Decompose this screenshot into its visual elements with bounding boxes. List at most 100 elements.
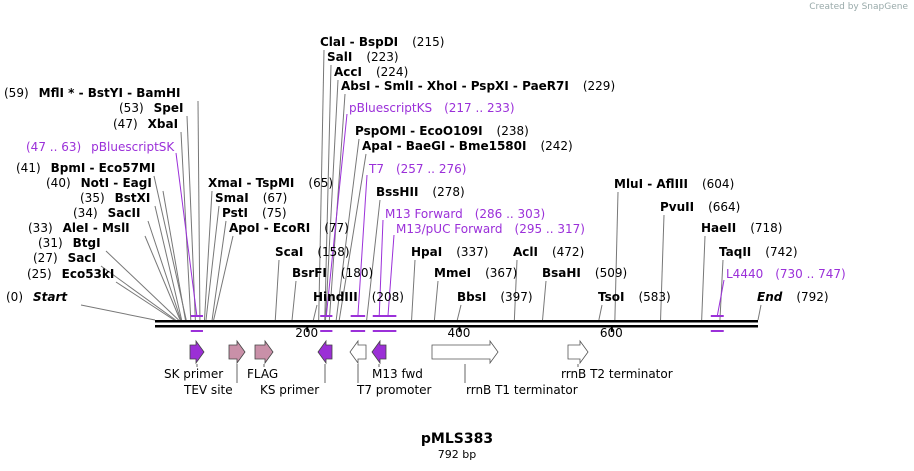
- primer-m13-forward[interactable]: M13 Forward(286 .. 303): [385, 207, 545, 221]
- site-bbsi[interactable]: BbsI(397): [457, 290, 533, 304]
- site-label: HaeII(718): [701, 221, 783, 235]
- site-bsrfi[interactable]: BsrFI(180): [292, 266, 373, 280]
- primer-l4440[interactable]: L4440(730 .. 747): [726, 267, 846, 281]
- site-name: Eco53kI: [62, 267, 115, 281]
- site-acli[interactable]: AclI(472): [513, 245, 584, 259]
- feature-sk-primer[interactable]: SK primer: [164, 339, 223, 381]
- site-mfli-bstyi-bamhi[interactable]: (59)MflI * - BstYI - BamHI: [4, 86, 181, 100]
- site-position: (33): [28, 221, 53, 235]
- plasmid-name: pMLS383: [420, 431, 494, 447]
- primer-range: (286 .. 303): [475, 207, 545, 221]
- site-position: (215): [412, 35, 444, 49]
- site-bpmi-eco57mi[interactable]: (41)BpmI - Eco57MI: [16, 161, 155, 175]
- site-label: (34)SacII: [73, 206, 140, 220]
- site-name: BbsI: [457, 290, 486, 304]
- site-position: (77): [324, 221, 349, 235]
- site-leader-line: [213, 235, 234, 321]
- primer-label: M13/pUC Forward(295 .. 317): [396, 222, 585, 236]
- feature-label: rrnB T2 terminator: [561, 367, 673, 381]
- site-position: (604): [702, 177, 734, 191]
- site-sali[interactable]: SalI (223): [327, 50, 399, 64]
- site-eco53ki[interactable]: (25)Eco53kI: [27, 267, 114, 281]
- plasmid-size: 792 bp: [437, 448, 477, 461]
- site-end[interactable]: End(792): [757, 290, 829, 304]
- site-leader-line: [186, 115, 196, 321]
- feature-m13-fwd[interactable]: M13 fwd: [371, 339, 423, 381]
- site-position: (742): [765, 245, 797, 259]
- site-apoi-ecori[interactable]: ApoI - EcoRI(77): [229, 221, 349, 235]
- site-start[interactable]: (0)Start: [6, 290, 68, 304]
- site-label: (31)BtgI: [38, 236, 101, 250]
- primer-t7[interactable]: T7(257 .. 276): [368, 162, 466, 176]
- feature-flag[interactable]: FLAG: [247, 339, 278, 381]
- site-pspomi-ecoo109i[interactable]: PspOMI - EcoO109I(238): [355, 124, 529, 138]
- site-name: SmaI: [215, 191, 249, 205]
- site-leader-line: [154, 205, 183, 321]
- site-bstxi[interactable]: (35)BstXI: [80, 191, 150, 205]
- site-btgi[interactable]: (31)BtgI: [38, 236, 101, 250]
- site-name: SalI: [327, 50, 352, 64]
- site-scai[interactable]: ScaI(158): [275, 245, 350, 259]
- snapgene-credit: Created by SnapGene: [809, 2, 908, 12]
- site-tsoi[interactable]: TsoI(583): [598, 290, 671, 304]
- site-apai-baegi-bme1580i[interactable]: ApaI - BaeGI - Bme1580I(242): [362, 139, 573, 153]
- site-xbai[interactable]: (47)XbaI: [113, 117, 178, 131]
- site-xmai-tspmi[interactable]: XmaI - TspMI(65): [208, 176, 333, 190]
- feature-tev-site[interactable]: TEV site: [183, 339, 246, 397]
- primer-bar-lower: [379, 330, 397, 332]
- feature-arrow: [567, 339, 589, 365]
- site-saci[interactable]: (27)SacI: [33, 251, 96, 265]
- site-mmei[interactable]: MmeI(367): [434, 266, 517, 280]
- primer-label: M13 Forward(286 .. 303): [385, 207, 545, 221]
- site-name: SacI: [68, 251, 96, 265]
- site-position: (367): [485, 266, 517, 280]
- site-sacii[interactable]: (34)SacII: [73, 206, 140, 220]
- site-psti[interactable]: PstI(75): [222, 206, 287, 220]
- primer-pbluescriptsk[interactable]: (47 .. 63)pBluescriptSK: [26, 140, 175, 154]
- site-leader-line: [324, 64, 332, 321]
- primer-leader-line: [387, 234, 395, 317]
- site-clai-bspdi[interactable]: ClaI - BspDI(215): [320, 35, 444, 49]
- primer-pbluescriptks[interactable]: pBluescriptKS(217 .. 233): [349, 101, 515, 115]
- site-name: BsaHI: [542, 266, 581, 280]
- feature-label: TEV site: [183, 383, 233, 397]
- site-name: BssHII: [376, 185, 418, 199]
- site-position: (223): [366, 50, 398, 64]
- primer-label: T7(257 .. 276): [368, 162, 466, 176]
- site-noti-eagi[interactable]: (40)NotI - EagI: [46, 176, 152, 190]
- feature-label: SK primer: [164, 367, 223, 381]
- feature-arrow: [189, 339, 205, 365]
- primer-bar: [350, 315, 366, 317]
- ruler-tick: [458, 326, 461, 332]
- site-hpai[interactable]: HpaI(337): [411, 245, 488, 259]
- site-hindiii[interactable]: HindIII(208): [313, 290, 404, 304]
- site-spei[interactable]: (53)SpeI: [119, 101, 183, 115]
- site-label: SmaI(67): [215, 191, 287, 205]
- feature-rrnb-t2-terminator[interactable]: rrnB T2 terminator: [561, 339, 673, 381]
- site-label: SalI (223): [327, 50, 399, 64]
- site-label: HindIII(208): [313, 290, 404, 304]
- site-leader-line: [80, 304, 156, 321]
- site-absi-smli-xhoi-pspxi-paer7i[interactable]: AbsI - SmlI - XhoI - PspXI - PaeR7I(229): [341, 79, 615, 93]
- primer-m13-puc-forward[interactable]: M13/pUC Forward(295 .. 317): [396, 222, 585, 236]
- site-label: (53)SpeI: [119, 101, 183, 115]
- site-bsahi[interactable]: BsaHI(509): [542, 266, 627, 280]
- site-position: (65): [308, 176, 333, 190]
- feature-rrnb-t1-terminator[interactable]: rrnB T1 terminator: [431, 339, 578, 397]
- site-leader-line: [147, 220, 182, 321]
- feature-t7-promoter[interactable]: T7 promoter: [349, 339, 432, 397]
- ruler-label: 600: [600, 326, 623, 340]
- site-pvuii[interactable]: PvuII(664): [660, 200, 740, 214]
- ruler-label: 400: [448, 326, 471, 340]
- site-leader-line: [701, 235, 706, 321]
- site-acci[interactable]: AccI(224): [334, 65, 408, 79]
- feature-arrow: [254, 339, 274, 365]
- site-taqii[interactable]: TaqII(742): [719, 245, 798, 259]
- site-smai[interactable]: SmaI(67): [215, 191, 287, 205]
- site-haeii[interactable]: HaeII(718): [701, 221, 783, 235]
- ruler-tick: [610, 326, 613, 332]
- site-bsshii[interactable]: BssHII(278): [376, 185, 465, 199]
- feature-ks-primer[interactable]: KS primer: [260, 339, 333, 397]
- site-mlui-afliii[interactable]: MluI - AflIII(604): [614, 177, 734, 191]
- site-alei-msli[interactable]: (33)AleI - MslI: [28, 221, 130, 235]
